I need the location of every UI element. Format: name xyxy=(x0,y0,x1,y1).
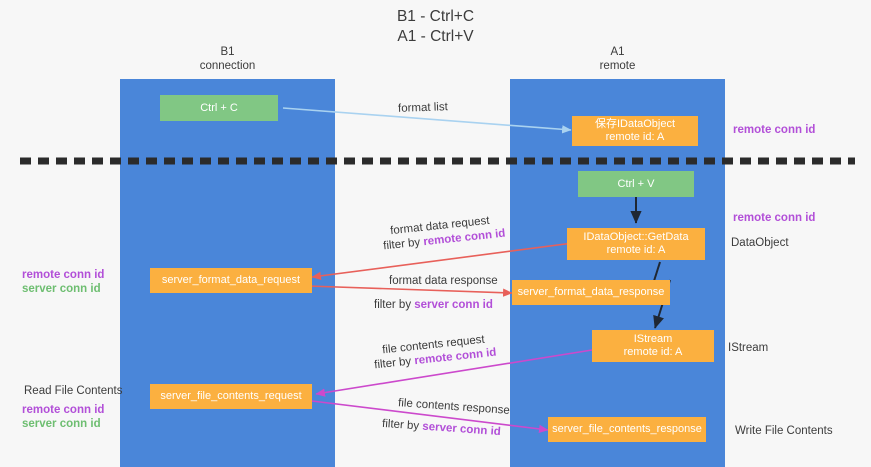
title-line-1: B1 - Ctrl+C xyxy=(396,8,475,25)
annotation-left-server-conn-id-bottom: server conn id xyxy=(22,418,101,430)
swimlane-a1-role: remote xyxy=(599,59,636,72)
edge-label-format-data-response: format data response xyxy=(389,275,498,287)
node-ctrl-v[interactable]: Ctrl + V xyxy=(578,171,694,197)
swimlane-header-a1: A1 remote xyxy=(510,46,725,73)
node-save-idataobject-line1: 保存IDataObject xyxy=(594,118,676,130)
annotation-right-write-file-contents: Write File Contents xyxy=(735,425,833,437)
edge-format-data-request xyxy=(311,242,574,280)
annotation-left-remote-conn-id-bottom: remote conn id xyxy=(22,404,105,416)
annotation-right-dataobject: DataObject xyxy=(731,237,789,249)
node-istream-line2: remote id: A xyxy=(623,346,683,358)
filter-key-2: server conn id xyxy=(414,299,493,311)
annotation-left-read-file-contents: Read File Contents xyxy=(24,385,123,397)
title-line-2: A1 - Ctrl+V xyxy=(397,28,474,45)
node-save-idataobject-line2: remote id: A xyxy=(605,131,665,143)
node-istream[interactable]: IStream remote id: A xyxy=(592,330,714,362)
annotation-right-remote-conn-id-mid: remote conn id xyxy=(733,212,816,224)
filter-prefix-2: filter by xyxy=(374,299,415,311)
annotation-right-remote-conn-id-top: remote conn id xyxy=(733,124,816,136)
swimlane-header-b1: B1 connection xyxy=(120,46,335,73)
swimlane-a1-name: A1 xyxy=(610,46,625,58)
filter-prefix-4: filter by xyxy=(381,417,423,433)
node-ctrl-c[interactable]: Ctrl + C xyxy=(160,95,278,121)
edge-label-format-list: format list xyxy=(397,101,449,115)
node-getdata-line2: remote id: A xyxy=(606,244,666,256)
edge-format-list xyxy=(282,107,572,134)
node-server-file-contents-request[interactable]: server_file_contents_request xyxy=(150,384,312,409)
edge-label-format-data-response-filter: filter by server conn id xyxy=(374,298,493,312)
node-getdata-line1: IDataObject::GetData xyxy=(583,231,689,243)
node-file-contents-response-label: server_file_contents_response xyxy=(552,423,702,435)
swimlane-b1-role: connection xyxy=(199,59,256,72)
edge-format-data-response xyxy=(307,285,513,297)
node-save-idataobject[interactable]: 保存IDataObject remote id: A xyxy=(572,116,698,146)
node-idataobject-getdata[interactable]: IDataObject::GetData remote id: A xyxy=(567,228,705,260)
node-file-contents-request-label: server_file_contents_request xyxy=(160,390,302,402)
edge-file-contents-request xyxy=(315,349,593,397)
node-ctrl-v-line1: Ctrl + V xyxy=(617,177,655,190)
node-server-file-contents-response[interactable]: server_file_contents_response xyxy=(548,417,706,442)
annotation-right-istream: IStream xyxy=(728,342,769,354)
node-format-data-request-label: server_format_data_request xyxy=(161,274,301,286)
node-istream-line1: IStream xyxy=(633,333,673,345)
node-server-format-data-request[interactable]: server_format_data_request xyxy=(150,268,312,293)
node-format-data-response-label: server_format_data_response xyxy=(517,286,665,298)
node-ctrl-c-line1: Ctrl + C xyxy=(200,101,238,114)
node-server-format-data-response[interactable]: server_format_data_response xyxy=(512,280,670,305)
annotation-left-remote-conn-id-mid: remote conn id xyxy=(22,269,105,281)
edge-file-contents-response xyxy=(311,400,549,434)
annotation-left-server-conn-id-mid: server conn id xyxy=(22,283,101,295)
swimlane-b1-name: B1 xyxy=(220,46,235,58)
page-title: B1 - Ctrl+C A1 - Ctrl+V xyxy=(0,7,871,47)
